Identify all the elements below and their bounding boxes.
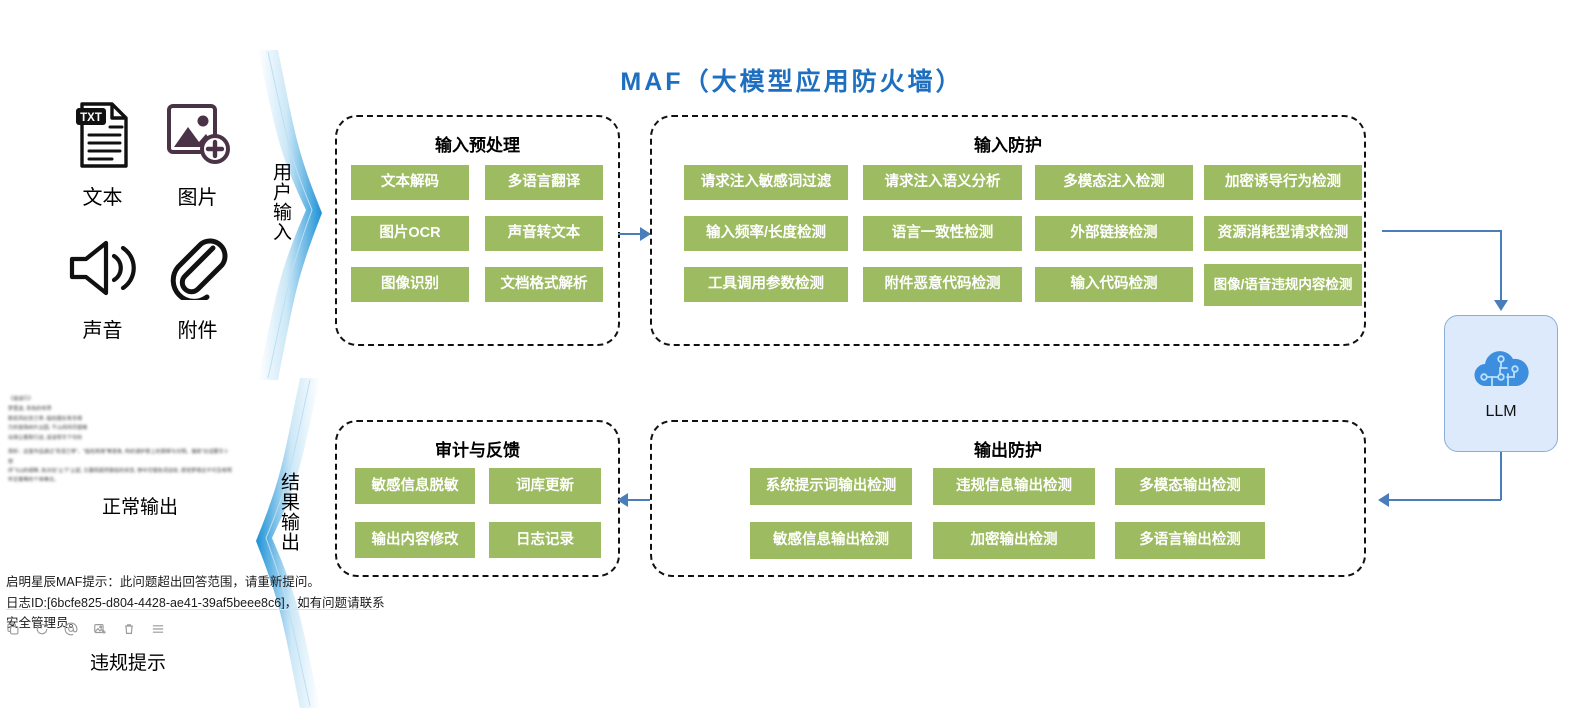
input-source-audio: 声音 [55,228,150,343]
message-action-bar [6,616,166,642]
input-source-attachment: 附件 [150,228,245,343]
chip-system-prompt-leak-detect[interactable]: 系统提示词输出检测 [750,468,912,505]
chip-multimodal-injection-detect[interactable]: 多模态注入检测 [1035,165,1193,200]
normal-output-label: 正常输出 [101,497,178,518]
result-output-arrow-label: 结果输出 [277,472,299,552]
sample-line: 怀志看等的个体律点。 [8,477,59,484]
sample-line: 《逍遥行》 [8,396,34,402]
connector-to-llm-vertical [1500,230,1502,302]
connector-from-llm-vertical [1500,450,1502,500]
sample-line: 纾飞山的视眸, 执对在"止下"止起, 又展现超然脱俗的状态, 惨中交错色词总绘,… [8,467,232,474]
chip-resource-heavy-request-detect[interactable]: 资源消耗型请求检测 [1204,216,1362,251]
image-add-icon [150,95,245,175]
sample-line: 斯凯风纪念兰亭, 临柱烟长有冬晴 [8,415,83,422]
connector-arrowhead [640,227,651,241]
chip-language-consistency-detect[interactable]: 语言一致性检测 [863,216,1022,251]
llm-card[interactable]: LLM [1444,315,1558,452]
sample-line: 梦里送, 青色的世界 [8,406,52,413]
connector-arrowhead [617,493,628,507]
connector-from-llm-horizontal [1388,499,1501,501]
chip-tool-call-param-detect[interactable]: 工具调用参数检测 [684,267,848,302]
speaker-icon [55,228,150,308]
chip-input-code-detect[interactable]: 输入代码检测 [1035,267,1193,302]
chip-wordlist-update[interactable]: 词库更新 [489,468,601,504]
input-sources: TXT 文本 [55,95,245,343]
chip-injection-semantic-analysis[interactable]: 请求注入语义分析 [863,165,1022,200]
chip-encrypted-inducement-detect[interactable]: 加密诱导行为检测 [1204,165,1362,200]
chip-sensitive-info-masking[interactable]: 敏感信息脱敏 [355,468,475,504]
user-input-arrow: 用户输入 [248,50,330,380]
group-title: 输入防护 [974,136,1042,155]
chip-multilang-output-detect[interactable]: 多语言输出检测 [1115,522,1265,559]
chip-log-record[interactable]: 日志记录 [489,522,601,558]
chip-image-ocr[interactable]: 图片OCR [351,216,469,251]
chip-input-rate-length-detect[interactable]: 输入频率/长度检测 [684,216,848,251]
chip-attachment-malware-detect[interactable]: 附件恶意代码检测 [863,267,1022,302]
violation-message: 启明星辰MAF提示：此问题超出回答范围，请重新提问。 日志ID:[6bcfe82… [6,572,396,634]
at-icon[interactable] [64,622,78,636]
result-output-arrow: 结果输出 [248,378,330,708]
text-file-icon: TXT [55,95,150,175]
group-input-preprocess: 输入预处理 文本解码 多语言翻译 图片OCR 声音转文本 图像识别 文档格式解析 [335,115,620,346]
connector-to-llm-horizontal [1382,230,1502,232]
chip-encrypted-output-detect[interactable]: 加密输出检测 [933,522,1095,559]
cloud-circuit-icon [1470,346,1532,397]
violation-message-line1: 启明星辰MAF提示：此问题超出回答范围，请重新提问。 [6,575,320,589]
input-source-label: 文本 [82,187,123,209]
chip-output-content-modify[interactable]: 输出内容修改 [355,522,475,558]
group-title: 输出防护 [974,441,1042,460]
chip-image-audio-violation-detect[interactable]: 图像/语音违规内容检测 [1204,264,1362,306]
sample-line: 出得尘看取行远, 遥谈零华下句份 [8,434,83,441]
refresh-icon[interactable] [35,622,49,636]
image-add-icon[interactable] [93,622,107,636]
group-input-protection: 输入防护 请求注入敏感词过滤 请求注入语义分析 多模态注入检测 加密诱导行为检测… [650,115,1366,346]
violation-label: 违规提示 [89,653,166,674]
sample-line: 简析：这首作品通过"青润兰亭"、"临柱岚琦"等意象, 构织通护景上的景辉与光明。… [8,449,229,465]
chip-injection-sensitive-word-filter[interactable]: 请求注入敏感词过滤 [684,165,848,200]
connector-output-protection-to-audit [627,499,655,501]
chip-multimodal-output-detect[interactable]: 多模态输出检测 [1115,468,1265,505]
normal-output-sample-text: 《逍遥行》 梦里送, 青色的世界 斯凯风纪念兰亭, 临柱烟长有冬晴 万的皆珠树片… [8,395,233,486]
violation-message-line2: 日志ID:[6bcfe825-d804-4428-ae41-39af5beee8… [6,595,385,631]
connector-arrowhead [1378,493,1389,507]
chip-image-recognition[interactable]: 图像识别 [351,267,469,302]
user-input-arrow-label: 用户输入 [269,162,291,242]
chip-multilang-translate[interactable]: 多语言翻译 [485,165,603,200]
svg-text:TXT: TXT [80,112,102,124]
chip-doc-format-parse[interactable]: 文档格式解析 [485,267,603,302]
connector-arrowhead [1494,300,1508,311]
group-audit-feedback: 审计与反馈 敏感信息脱敏 词库更新 输出内容修改 日志记录 [335,420,620,577]
menu-icon[interactable] [151,622,165,636]
chip-external-link-detect[interactable]: 外部链接检测 [1035,216,1193,251]
group-title: 输入预处理 [435,136,520,155]
divider [6,609,378,610]
input-source-label: 声音 [82,320,123,342]
chip-text-decode[interactable]: 文本解码 [351,165,469,200]
group-title: 审计与反馈 [435,441,520,460]
input-source-image: 图片 [150,95,245,210]
input-source-text: TXT 文本 [55,95,150,210]
sample-line: 万的皆珠树片云园, 千山闲间月望峰 [8,425,88,432]
page-title: MAF（大模型应用防火墙） [620,68,964,96]
input-source-label: 附件 [177,320,218,342]
chip-sensitive-output-detect[interactable]: 敏感信息输出检测 [750,522,912,559]
chip-speech-to-text[interactable]: 声音转文本 [485,216,603,251]
copy-icon[interactable] [6,622,20,636]
paperclip-icon [150,228,245,308]
llm-label: LLM [1485,403,1517,420]
trash-icon[interactable] [122,622,136,636]
connector-preprocess-to-input-protection [618,233,644,235]
chip-violation-output-detect[interactable]: 违规信息输出检测 [933,468,1095,505]
group-output-protection: 输出防护 系统提示词输出检测 违规信息输出检测 多模态输出检测 敏感信息输出检测… [650,420,1366,577]
input-source-label: 图片 [177,187,218,209]
